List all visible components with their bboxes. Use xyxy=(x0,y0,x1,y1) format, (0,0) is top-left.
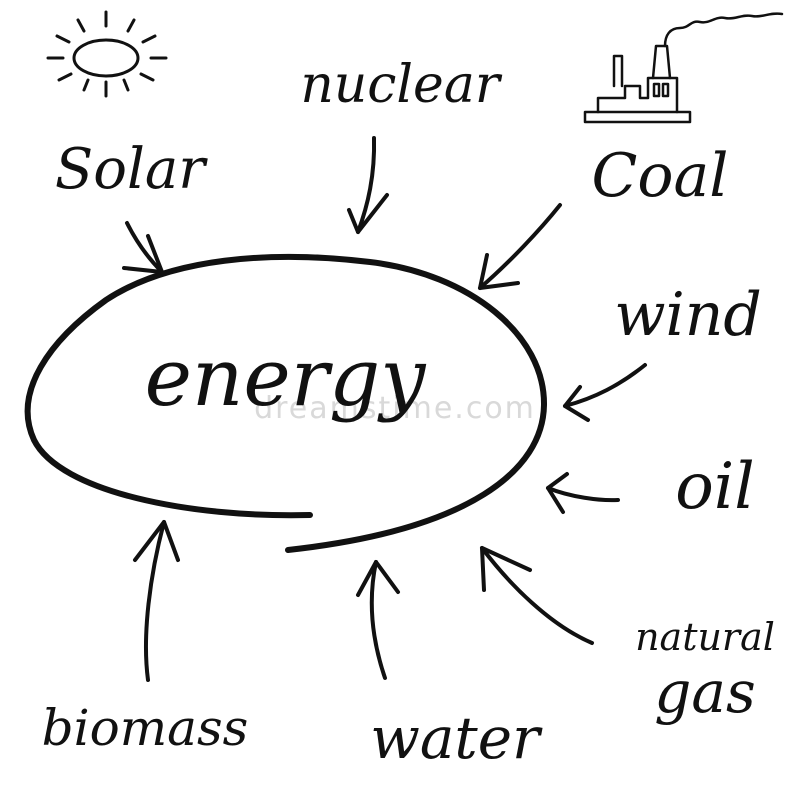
source-coal: Coal xyxy=(592,141,729,211)
arrow-natural-gas xyxy=(480,546,594,645)
arrow-wind xyxy=(563,363,647,422)
source-label-gas: gas xyxy=(654,658,755,726)
energy-loop xyxy=(24,253,548,553)
sun-icon xyxy=(46,10,168,98)
source-label-wind: wind xyxy=(614,280,762,350)
source-water: water xyxy=(370,704,543,772)
arrow-coal xyxy=(478,203,562,290)
factory-icon xyxy=(583,12,784,124)
source-label-oil: oil xyxy=(675,450,754,524)
watermark: dreamstime.com xyxy=(254,391,536,426)
source-biomass: biomass xyxy=(42,699,249,757)
source-label-water: water xyxy=(370,704,543,772)
source-solar: Solar xyxy=(55,137,208,202)
source-label-coal: Coal xyxy=(592,141,729,211)
source-wind: wind xyxy=(614,280,762,350)
source-nuclear: nuclear xyxy=(300,55,503,115)
arrow-oil xyxy=(546,472,620,514)
center-label: energy xyxy=(145,331,428,424)
source-natural-gas: natural gas xyxy=(635,615,775,726)
arrow-water xyxy=(356,560,400,680)
source-label-natural: natural xyxy=(635,615,775,659)
arrow-nuclear xyxy=(347,136,389,234)
source-label-nuclear: nuclear xyxy=(300,55,503,115)
arrow-solar xyxy=(122,221,164,274)
source-label-biomass: biomass xyxy=(42,699,249,757)
source-oil: oil xyxy=(675,450,754,524)
source-label-solar: Solar xyxy=(55,137,208,202)
arrow-biomass xyxy=(133,520,180,682)
